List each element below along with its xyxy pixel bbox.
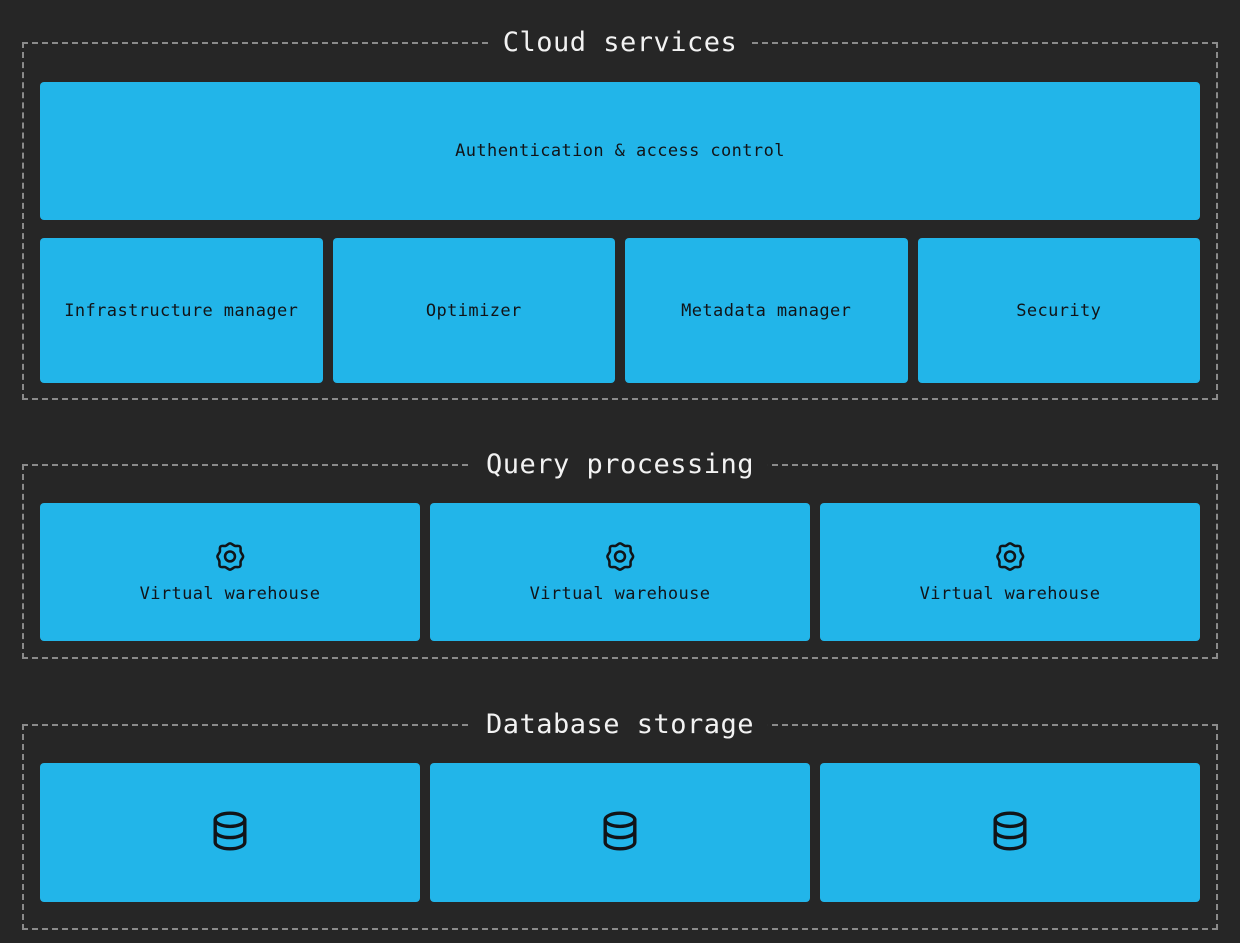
box-virtual-warehouse-2[interactable]: Virtual warehouse bbox=[430, 503, 810, 641]
row-virtual-warehouses: Virtual warehouse Virtual warehouse Virt… bbox=[40, 503, 1200, 641]
group-cloud-services: Cloud services bbox=[22, 27, 1218, 400]
gear-icon bbox=[993, 539, 1027, 577]
box-virtual-warehouse-1[interactable]: Virtual warehouse bbox=[40, 503, 420, 641]
group-database-storage: Database storage bbox=[22, 709, 1218, 930]
box-database-storage-2[interactable] bbox=[430, 763, 810, 902]
box-database-storage-3[interactable] bbox=[820, 763, 1200, 902]
box-label-authentication-access-control: Authentication & access control bbox=[455, 141, 785, 161]
box-label-virtual-warehouse-3: Virtual warehouse bbox=[919, 584, 1101, 604]
database-icon bbox=[206, 807, 254, 859]
box-label-infrastructure-manager: Infrastructure manager bbox=[64, 300, 299, 321]
box-label-virtual-warehouse-2: Virtual warehouse bbox=[529, 584, 711, 604]
database-icon bbox=[596, 807, 644, 859]
group-title-database-storage: Database storage bbox=[471, 709, 769, 741]
box-virtual-warehouse-3[interactable]: Virtual warehouse bbox=[820, 503, 1200, 641]
group-query-processing: Query processing bbox=[22, 449, 1218, 659]
box-optimizer[interactable]: Optimizer bbox=[332, 238, 615, 383]
gear-icon bbox=[603, 539, 637, 577]
box-label-metadata-manager: Metadata manager bbox=[681, 300, 852, 321]
box-authentication-access-control[interactable]: Authentication & access control bbox=[40, 82, 1200, 220]
group-title-query-processing: Query processing bbox=[471, 449, 769, 481]
box-security[interactable]: Security bbox=[917, 238, 1200, 383]
box-label-security: Security bbox=[1016, 300, 1102, 321]
box-metadata-manager[interactable]: Metadata manager bbox=[625, 238, 908, 383]
gear-icon bbox=[213, 539, 247, 577]
row-database-storage-nodes bbox=[40, 763, 1200, 902]
box-label-virtual-warehouse-1: Virtual warehouse bbox=[139, 584, 321, 604]
database-icon bbox=[986, 807, 1034, 859]
row-authentication: Authentication & access control bbox=[40, 82, 1200, 220]
row-cloud-services-components: Infrastructure manager Optimizer Metadat… bbox=[40, 238, 1200, 383]
box-label-optimizer: Optimizer bbox=[425, 300, 522, 321]
box-infrastructure-manager[interactable]: Infrastructure manager bbox=[40, 238, 323, 383]
box-database-storage-1[interactable] bbox=[40, 763, 420, 902]
group-title-cloud-services: Cloud services bbox=[488, 27, 752, 59]
